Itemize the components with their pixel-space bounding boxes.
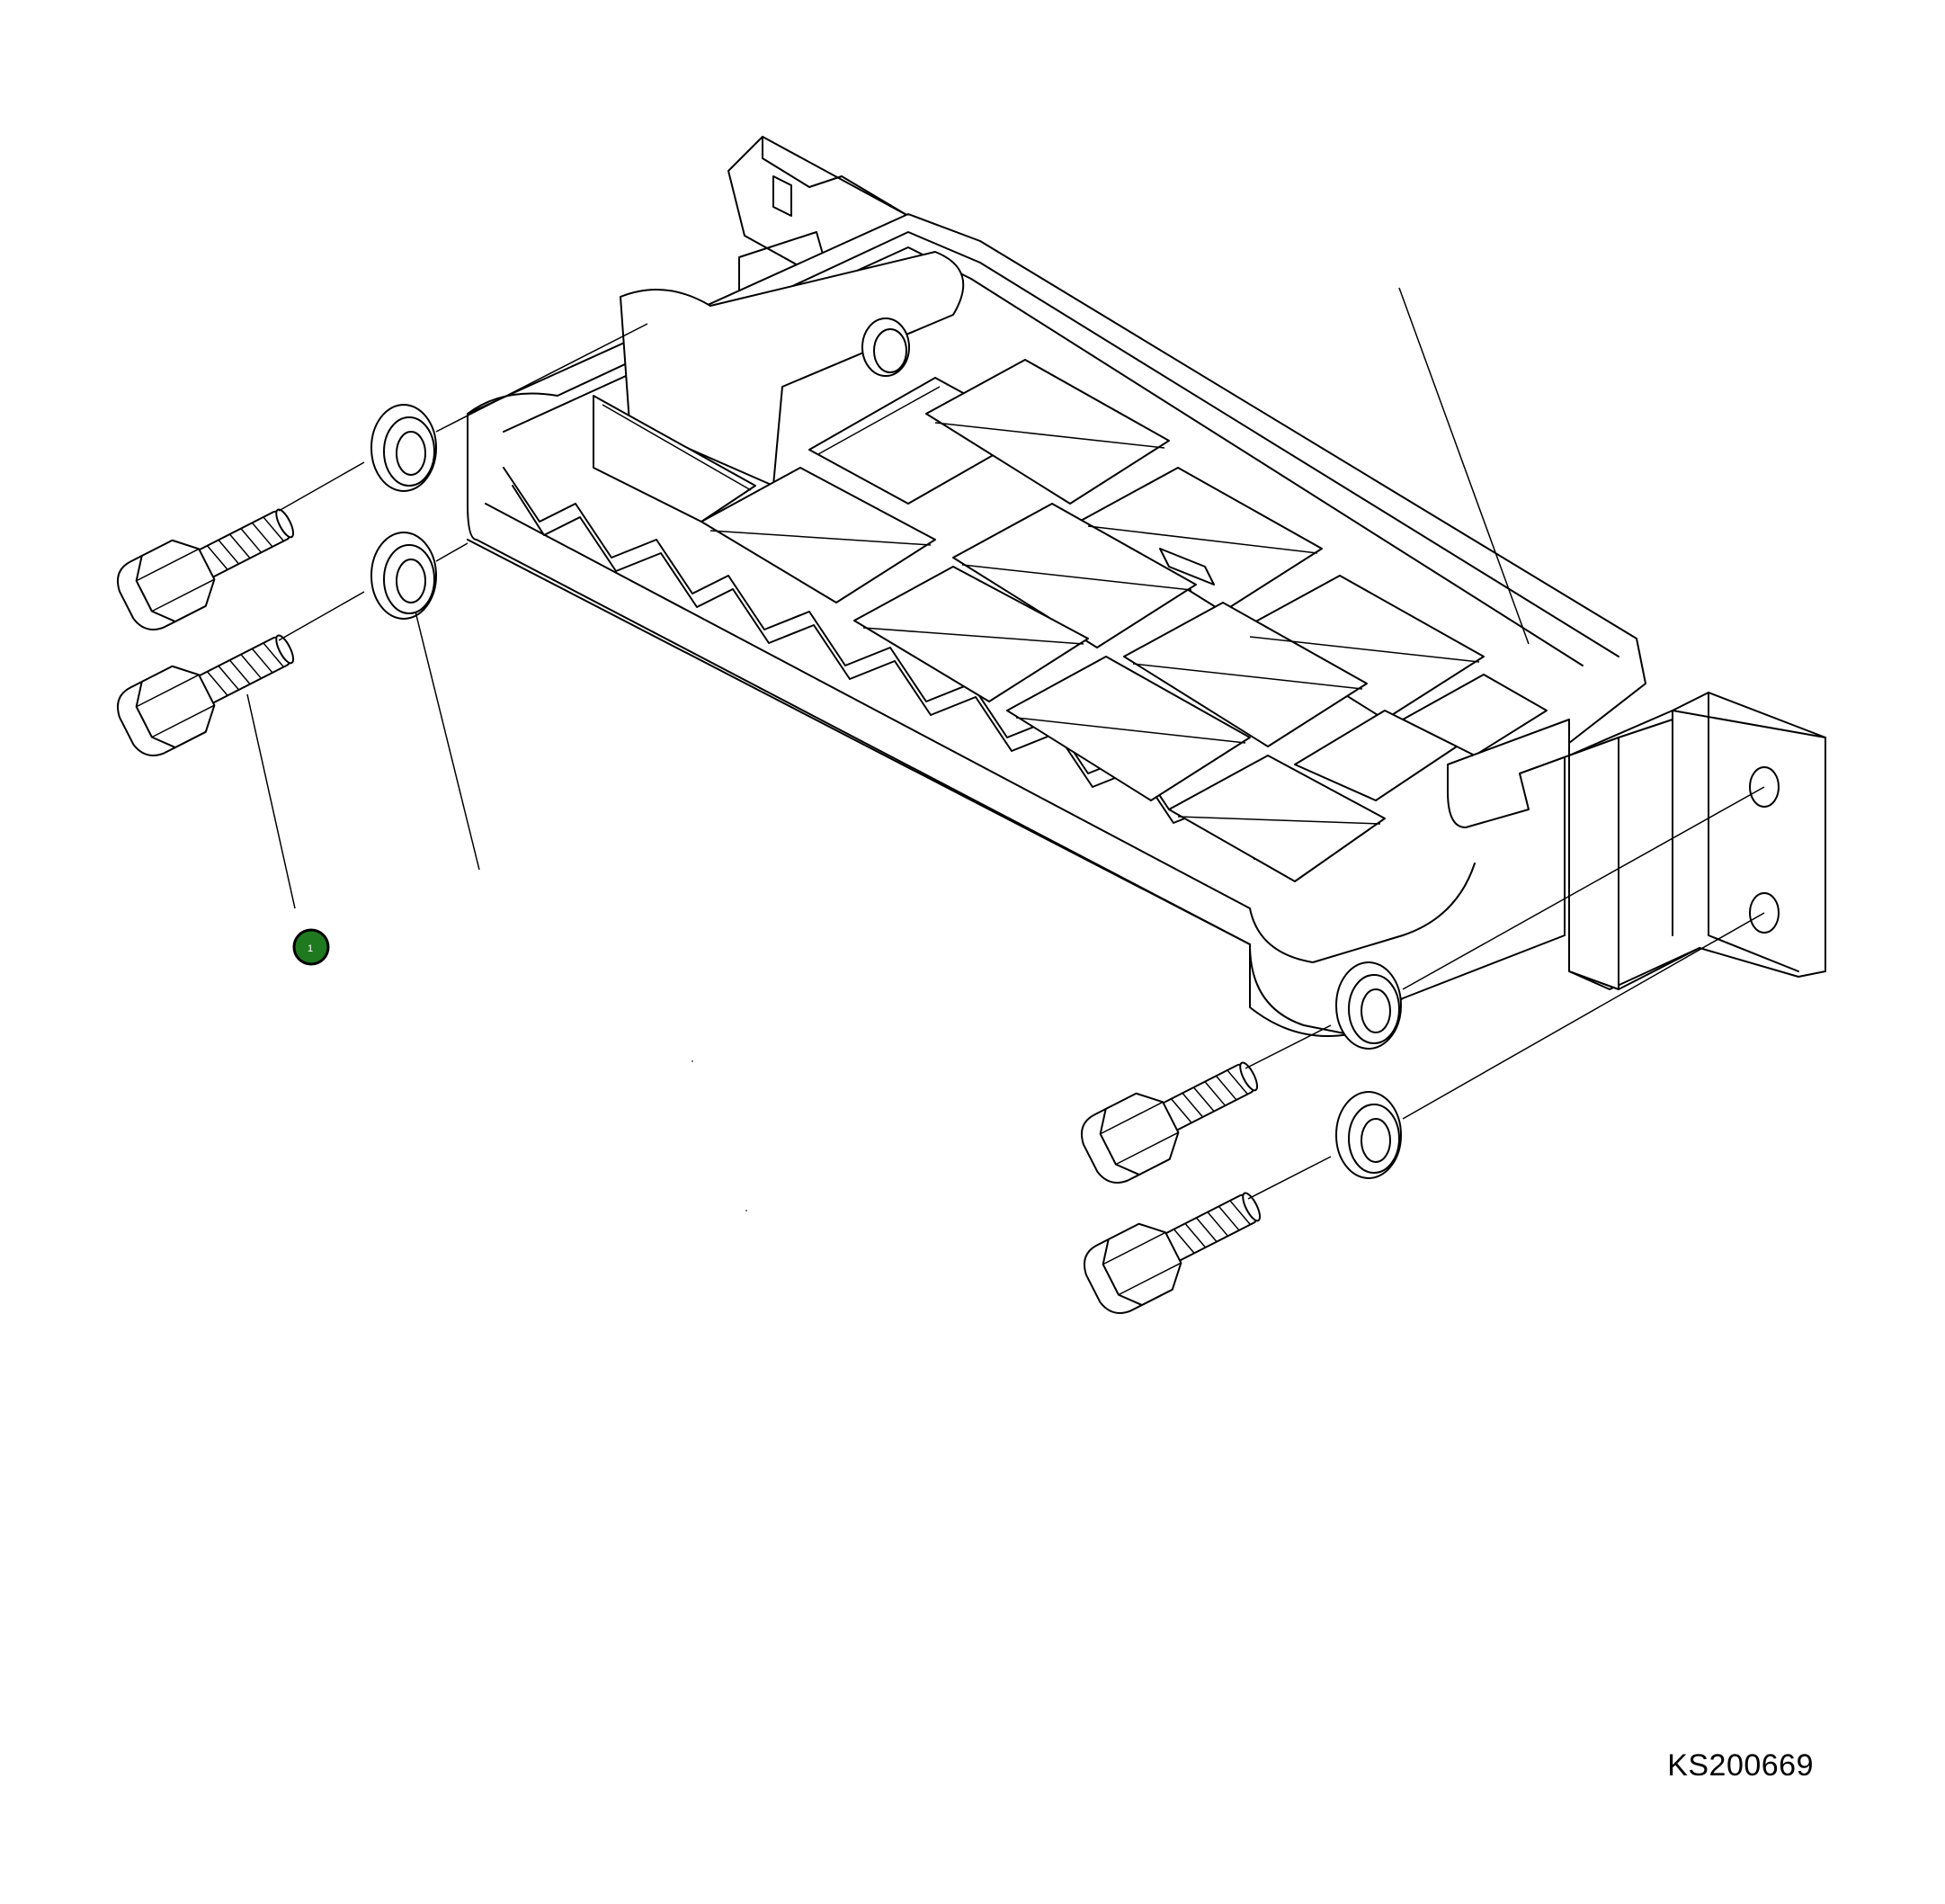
hex-bolt-icon bbox=[109, 613, 308, 765]
hex-bolt-icon bbox=[1075, 1171, 1275, 1323]
hex-bolt-icon bbox=[109, 487, 308, 639]
washer-icon bbox=[370, 404, 437, 492]
leader-lines bbox=[246, 287, 1530, 909]
callout-1[interactable]: 1 bbox=[292, 928, 330, 966]
washer-icon bbox=[1335, 1091, 1402, 1179]
washer-icon bbox=[1335, 961, 1402, 1050]
hex-bolt-icon bbox=[1073, 1041, 1272, 1193]
callout-1-label: 1 bbox=[308, 943, 313, 954]
figure-id: KS200669 bbox=[1667, 1748, 1814, 1783]
tread-cells bbox=[593, 359, 1548, 882]
washer-icon bbox=[370, 532, 437, 620]
fasteners bbox=[109, 323, 1765, 1323]
step-bracket bbox=[467, 136, 1826, 1037]
